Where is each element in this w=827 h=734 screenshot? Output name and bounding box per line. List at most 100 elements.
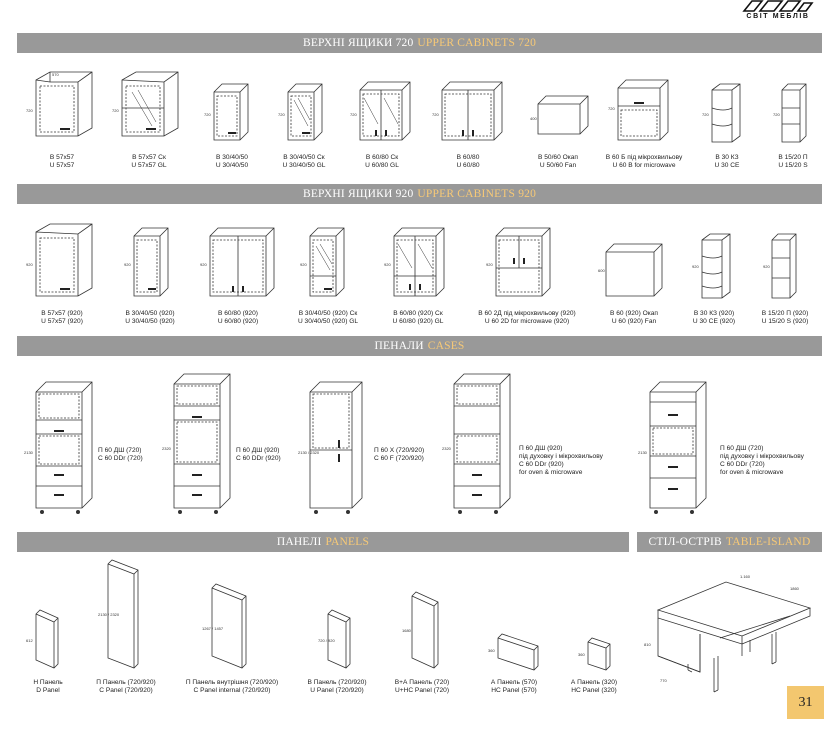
svg-text:2130 / 2320: 2130 / 2320 bbox=[98, 612, 120, 617]
caption-panel: В Панель (720/920)U Panel (720/920) bbox=[307, 679, 367, 694]
svg-text:920: 920 bbox=[26, 262, 33, 267]
svg-text:720: 720 bbox=[204, 112, 211, 117]
svg-text:920: 920 bbox=[200, 262, 207, 267]
svg-text:570: 570 bbox=[52, 72, 59, 77]
svg-text:720: 720 bbox=[278, 112, 285, 117]
case-drawing: 2130 bbox=[24, 381, 93, 514]
svg-text:920: 920 bbox=[692, 264, 699, 269]
svg-text:360: 360 bbox=[488, 648, 495, 653]
svg-text:1.160: 1.160 bbox=[740, 574, 751, 579]
svg-text:720: 720 bbox=[112, 108, 119, 113]
cabinet-drawing: 720 bbox=[608, 79, 669, 141]
svg-text:920: 920 bbox=[763, 264, 770, 269]
case-drawing: 2130 / 2320 bbox=[298, 381, 363, 514]
svg-text:360: 360 bbox=[578, 652, 585, 657]
caption-panel: А Панель (570)HC Panel (570) bbox=[490, 679, 538, 694]
svg-text:400: 400 bbox=[530, 116, 537, 121]
caption-panel: П Панель внутрішня (720/920)C Panel inte… bbox=[185, 679, 279, 694]
caption-panel: В+А Панель (720)U+HC Panel (720) bbox=[394, 679, 450, 694]
page-number: 31 bbox=[787, 686, 824, 719]
svg-text:720: 720 bbox=[702, 112, 709, 117]
brand-name: СВІТ МЕБЛІВ bbox=[746, 13, 810, 20]
cabinet-drawing: 600 bbox=[598, 243, 663, 297]
panel-drawing: 360 bbox=[578, 637, 611, 671]
cabinet-drawing: 920 bbox=[384, 227, 445, 297]
svg-text:920: 920 bbox=[384, 262, 391, 267]
svg-text:920: 920 bbox=[486, 262, 493, 267]
case-drawing: 2320 bbox=[162, 373, 231, 514]
panel-drawing: 1267 / 1457 bbox=[202, 583, 247, 669]
caption-panel: А Панель (320)HC Panel (320) bbox=[570, 679, 618, 694]
svg-text:720: 720 bbox=[608, 106, 615, 111]
caption-upper-920: В 30 КЗ (920)U 30 CE (920) bbox=[692, 310, 736, 325]
cabinet-drawing: 920 bbox=[763, 233, 797, 299]
caption-case: П 60 ДШ (720)під духовку і мікрохвильову… bbox=[720, 445, 804, 476]
table-island-drawing: 810 1.160 1860 770 bbox=[644, 574, 812, 693]
svg-text:810: 810 bbox=[644, 642, 651, 647]
svg-text:720: 720 bbox=[26, 108, 33, 113]
caption-upper-920: В 60/80 (920)U 60/80 (920) bbox=[217, 310, 259, 325]
svg-text:1860: 1860 bbox=[790, 586, 800, 591]
svg-text:2130: 2130 bbox=[24, 450, 34, 455]
cabinet-drawing: 920 bbox=[124, 227, 169, 297]
svg-text:600: 600 bbox=[598, 268, 605, 273]
caption-upper-920: В 57х57 (920)U 57х57 (920) bbox=[41, 310, 83, 325]
brand-logo: СВІТ МЕБЛІВ bbox=[738, 0, 818, 22]
svg-text:1680: 1680 bbox=[402, 628, 412, 633]
panel-drawing: 720 / 920 bbox=[318, 609, 351, 669]
cabinet-drawing: 920 bbox=[692, 233, 731, 299]
caption-upper-920: В 60 2Д під мікрохвильову (920)U 60 2D f… bbox=[478, 310, 576, 325]
svg-text:2130 / 2320: 2130 / 2320 bbox=[298, 450, 320, 455]
cabinet-drawing: 920 bbox=[26, 223, 93, 297]
caption-upper-920: В 15/20 П (920)U 15/20 S (920) bbox=[761, 310, 809, 325]
cabinet-drawing: 720 570 bbox=[26, 71, 93, 137]
svg-text:612: 612 bbox=[26, 638, 33, 643]
svg-text:720: 720 bbox=[432, 112, 439, 117]
svg-text:770: 770 bbox=[660, 678, 667, 683]
svg-text:920: 920 bbox=[300, 262, 307, 267]
cabinet-drawing: 400 bbox=[530, 95, 589, 135]
cabinet-drawing: 920 bbox=[200, 227, 275, 297]
panel-drawing: 612 bbox=[26, 609, 59, 669]
caption-case: П 60 Х (720/920)С 60 F (720/920) bbox=[374, 447, 425, 462]
svg-text:2320: 2320 bbox=[442, 446, 452, 451]
svg-text:720: 720 bbox=[773, 112, 780, 117]
case-drawing: 2320 bbox=[442, 373, 511, 514]
panel-drawing: 360 bbox=[488, 633, 539, 671]
cabinet-drawing: 920 bbox=[486, 227, 551, 297]
panel-drawing: 2130 / 2320 bbox=[98, 559, 139, 669]
caption-panel: П Панель (720/920)C Panel (720/920) bbox=[96, 679, 156, 694]
svg-text:2130: 2130 bbox=[638, 450, 648, 455]
caption-case: П 60 ДШ (920)С 60 DDr (920) bbox=[236, 447, 281, 462]
svg-text:720 / 920: 720 / 920 bbox=[318, 638, 335, 643]
cabinet-drawing: 720 bbox=[773, 83, 807, 143]
cabinet-drawing: 720 bbox=[350, 81, 411, 141]
brand-logo-icon bbox=[742, 0, 814, 12]
svg-text:920: 920 bbox=[124, 262, 131, 267]
svg-text:720: 720 bbox=[350, 112, 357, 117]
caption-case: П 60 ДШ (920)під духовку і мікрохвильову… bbox=[519, 445, 603, 476]
caption-upper-920: В 30/40/50 (920)U 30/40/50 (920) bbox=[125, 310, 175, 325]
cabinet-drawing: 720 bbox=[278, 83, 323, 141]
panel-drawing: 1680 bbox=[402, 591, 439, 669]
svg-text:2320: 2320 bbox=[162, 446, 172, 451]
cabinet-drawing: 720 bbox=[702, 83, 741, 143]
svg-text:1267 / 1457: 1267 / 1457 bbox=[202, 626, 224, 631]
